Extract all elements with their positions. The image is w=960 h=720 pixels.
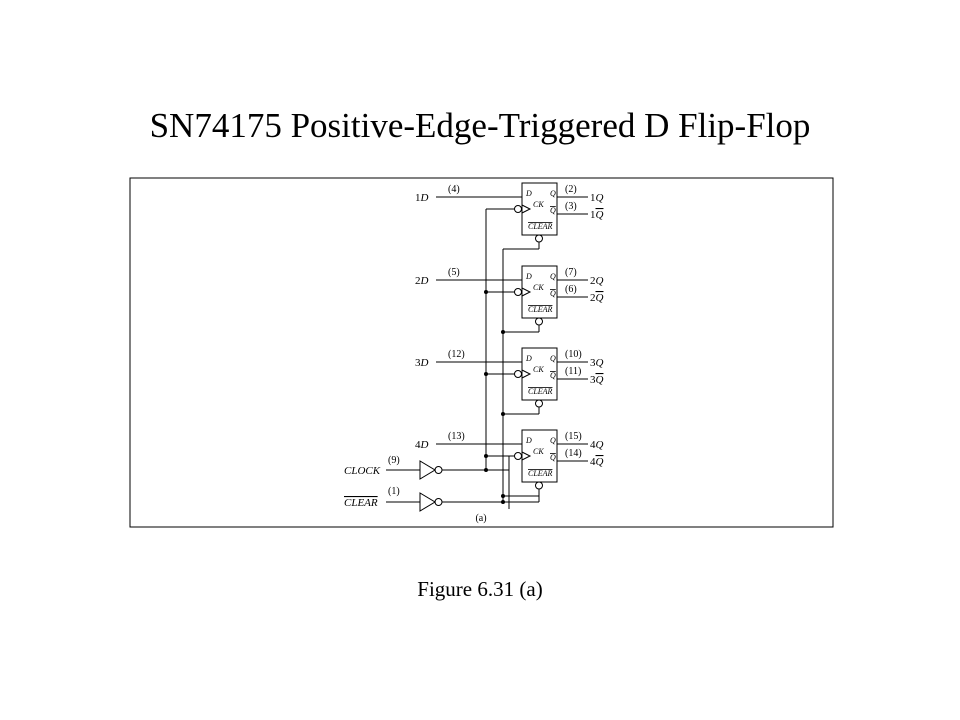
ff-clear-pin-label: CLEAR (528, 305, 553, 314)
clear-inversion-bubble (535, 399, 543, 408)
ff-qbar-pin-label: Q (550, 371, 556, 380)
ff-ck-pin-label: CK (533, 365, 544, 374)
clear-buffer-bubble (434, 498, 443, 506)
clock-buffer-gate (419, 460, 436, 480)
qbar-output-label: 4Q (590, 456, 604, 468)
clock-inversion-bubble (514, 205, 522, 213)
figure-caption: Figure 6.31 (a) (417, 577, 543, 601)
d-pin-number: (4) (448, 184, 460, 195)
d-input-label: 2D (415, 275, 429, 287)
d-input-label: 3D (415, 357, 429, 369)
q-pin-number: (2) (565, 184, 577, 195)
qbar-pin-number: (3) (565, 201, 577, 212)
clock-buffer-bubble (434, 466, 443, 474)
clock-inversion-bubble (514, 288, 522, 296)
common-wiring: CLOCK (9) CLEAR (1) (344, 209, 540, 512)
ff-qbar-pin-label: Q (550, 206, 556, 215)
flipflop-stage-3: D QQ CK CLEAR 3D (12) (10) (11) 3Q 3Q (415, 347, 604, 416)
clear-inversion-bubble (535, 317, 543, 326)
d-pin-number: (5) (448, 267, 460, 278)
ff-q-pin-label: Q (550, 354, 556, 363)
diagram-tag: (a) (475, 513, 486, 524)
ff-q-pin-label: Q (550, 436, 556, 445)
ff-q-pin-label: Q (550, 189, 556, 198)
clock-input-label: CLOCK (344, 465, 381, 477)
clear-inversion-bubble (535, 481, 543, 490)
d-input-label: 1D (415, 192, 429, 204)
flipflop-stage-1: D QQ CK CLEAR 1D (4) (2) (3) 1Q 1Q (415, 182, 604, 250)
d-pin-number: (12) (448, 349, 465, 360)
ff-clear-pin-label: CLEAR (528, 222, 553, 231)
clock-inversion-bubble (514, 452, 522, 460)
ff-d-pin-label: D (525, 189, 532, 198)
ff-d-pin-label: D (525, 272, 532, 281)
clear-pin-number: (1) (388, 486, 400, 497)
qbar-output-label: 3Q (590, 374, 604, 386)
ff-d-pin-label: D (525, 436, 532, 445)
diagram-frame (129, 177, 834, 528)
ff-q-pin-label: Q (550, 272, 556, 281)
clock-edge-indicator (521, 451, 532, 461)
q-pin-number: (15) (565, 431, 582, 442)
qbar-output-label: 1Q (590, 209, 604, 221)
clock-edge-indicator (521, 287, 532, 297)
clock-inversion-bubble (514, 370, 522, 378)
q-output-label: 3Q (590, 357, 604, 369)
ff-clear-pin-label: CLEAR (528, 469, 553, 478)
ff-ck-pin-label: CK (533, 447, 544, 456)
q-pin-number: (10) (565, 349, 582, 360)
qbar-pin-number: (11) (565, 366, 581, 377)
q-pin-number: (7) (565, 267, 577, 278)
q-output-label: 2Q (590, 275, 604, 287)
page-title: SN74175 Positive-Edge-Triggered D Flip-F… (149, 106, 811, 145)
d-input-label: 4D (415, 439, 429, 451)
clock-edge-indicator (521, 204, 532, 214)
ff-qbar-pin-label: Q (550, 289, 556, 298)
ff-ck-pin-label: CK (533, 283, 544, 292)
clear-bus-junction-dot (501, 500, 505, 504)
qbar-output-label: 2Q (590, 292, 604, 304)
clock-edge-indicator (521, 369, 532, 379)
clear-buffer-gate (419, 492, 436, 512)
ff-ck-pin-label: CK (533, 200, 544, 209)
ff-d-pin-label: D (525, 354, 532, 363)
qbar-pin-number: (14) (565, 448, 582, 459)
q-output-label: 1Q (590, 192, 604, 204)
ff-clear-pin-label: CLEAR (528, 387, 553, 396)
q-output-label: 4Q (590, 439, 604, 451)
qbar-pin-number: (6) (565, 284, 577, 295)
clear-inversion-bubble (535, 234, 543, 243)
clock-bus-junction-dot (484, 468, 488, 472)
clear-input-label: CLEAR (344, 497, 378, 509)
d-pin-number: (13) (448, 431, 465, 442)
ff-qbar-pin-label: Q (550, 453, 556, 462)
clock-pin-number: (9) (388, 455, 400, 466)
flipflop-stage-2: D QQ CK CLEAR 2D (5) (7) (6) 2Q 2Q (415, 265, 604, 334)
